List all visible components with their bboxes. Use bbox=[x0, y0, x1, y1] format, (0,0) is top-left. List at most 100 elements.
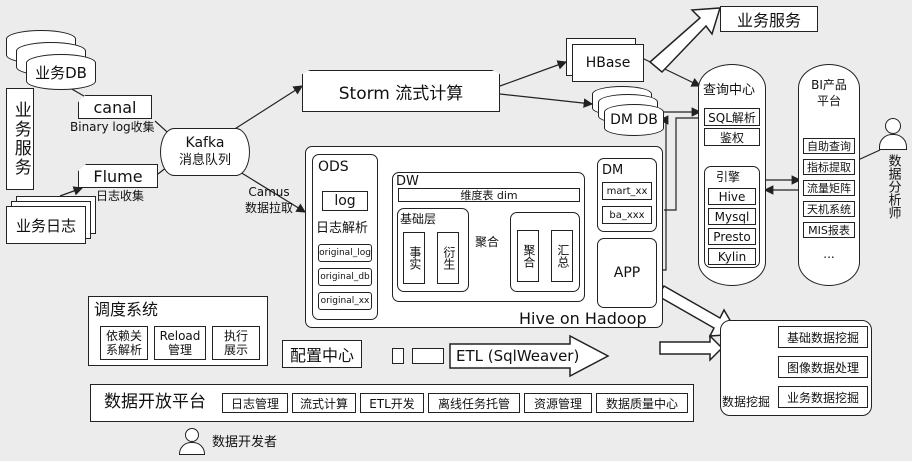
ods-item: original_log bbox=[318, 244, 372, 262]
business-db-label: 业务DB bbox=[35, 63, 87, 82]
app-label: APP bbox=[613, 265, 641, 281]
storm-box: Storm 流式计算 bbox=[302, 70, 500, 112]
platform-item-label: 离线任务托管 bbox=[437, 396, 510, 411]
platform-item-label: 流式计算 bbox=[299, 396, 348, 411]
dw-dim-box: 维度表 dim bbox=[398, 188, 580, 202]
mining-item-label: 业务数据挖掘 bbox=[786, 390, 859, 405]
platform-item-label: 数据质量中心 bbox=[605, 396, 678, 411]
kafka-title: Kafka bbox=[185, 135, 225, 152]
bi-item-label: 自助查询 bbox=[807, 140, 851, 153]
dw-summary-box: 汇总 bbox=[551, 230, 573, 282]
dw-fact-label: 事实 bbox=[407, 246, 422, 270]
app-box: APP bbox=[597, 238, 657, 308]
bi-item: 流量矩阵 bbox=[803, 180, 855, 196]
hbase-box: HBase bbox=[566, 38, 646, 84]
dm-item: mart_xx bbox=[602, 182, 652, 200]
bi-item-label: 流量矩阵 bbox=[807, 182, 851, 195]
camus-line1: Camus bbox=[248, 185, 290, 199]
dw-derived-box: 衍生 bbox=[437, 232, 459, 284]
business-db: 业务DB bbox=[6, 30, 96, 92]
flume-label: Flume bbox=[93, 166, 143, 186]
scheduler-item: Reload管理 bbox=[154, 326, 206, 360]
bi-platform bbox=[798, 64, 860, 286]
dw-dim-label: 维度表 dim bbox=[460, 189, 518, 202]
kafka-subtitle: 消息队列 bbox=[178, 152, 231, 168]
analyst-label: 数据分析师 bbox=[884, 154, 900, 219]
config-center-label: 配置中心 bbox=[289, 346, 354, 365]
dw-fact-box: 事实 bbox=[403, 232, 425, 284]
business-service-vertical: 业务服务 bbox=[6, 88, 34, 190]
dm-item: ba_xxx bbox=[602, 206, 652, 224]
scheduler-item: 依赖关系解析 bbox=[100, 326, 148, 360]
platform-item-label: 资源管理 bbox=[533, 396, 582, 411]
business-log-docs: 业务日志 bbox=[6, 196, 96, 246]
mining-item: 业务数据挖掘 bbox=[778, 386, 868, 408]
platform-title: 数据开放平台 bbox=[104, 392, 206, 412]
platform-item-label: 日志管理 bbox=[230, 396, 279, 411]
hive-label: Hive on Hadoop bbox=[519, 309, 647, 328]
engine-item: Hive bbox=[708, 188, 756, 205]
flume-box: Flume bbox=[78, 164, 158, 188]
top-service-box: 业务服务 bbox=[720, 6, 818, 32]
bi-item-label: 天机系统 bbox=[807, 203, 851, 216]
etl-small-box bbox=[392, 348, 404, 364]
bi-more: ... bbox=[823, 247, 835, 261]
analyst-person-icon bbox=[878, 118, 907, 158]
ods-item-label: original_log bbox=[319, 248, 371, 258]
scheduler-title: 调度系统 bbox=[94, 300, 159, 319]
engine-item: Presto bbox=[708, 228, 756, 245]
platform-item: 离线任务托管 bbox=[428, 393, 520, 413]
auth-label: 鉴权 bbox=[719, 130, 744, 145]
dw-agg-arrow-label: 聚合 bbox=[475, 235, 500, 249]
canal-label: canal bbox=[93, 97, 137, 117]
config-center-box: 配置中心 bbox=[282, 340, 362, 368]
bi-item-label: MIS报表 bbox=[808, 224, 850, 237]
bi-title-label: BI产品平台 bbox=[811, 78, 847, 108]
ods-log-box: log bbox=[322, 191, 368, 211]
mining-label: 数据挖掘 bbox=[722, 395, 771, 409]
scheduler-item-label: 执行展示 bbox=[223, 328, 248, 357]
developer-person-icon bbox=[178, 428, 205, 455]
ods-parse-label: 日志解析 bbox=[316, 221, 369, 236]
ods-log-label: log bbox=[334, 193, 356, 209]
canal-box: canal bbox=[78, 95, 152, 119]
engine-item-label: Kylin bbox=[717, 249, 747, 264]
ods-item: original_db bbox=[318, 268, 372, 286]
ods-title: ODS bbox=[318, 159, 349, 175]
engine-item: Kylin bbox=[708, 248, 756, 265]
query-center-title: 查询中心 bbox=[703, 83, 756, 98]
platform-item: 流式计算 bbox=[292, 393, 356, 413]
mining-item-label: 图像数据处理 bbox=[786, 360, 859, 375]
scheduler-item-label: Reload管理 bbox=[159, 328, 201, 357]
bi-item-label: 指标提取 bbox=[807, 161, 851, 174]
engine-title: 引擎 bbox=[716, 170, 741, 184]
mining-item: 基础数据挖掘 bbox=[778, 326, 868, 348]
business-service-vertical-label: 业务服务 bbox=[10, 101, 31, 177]
dm-title: DM bbox=[602, 163, 624, 178]
sql-parse-label: SQL解析 bbox=[708, 110, 756, 125]
hbase-label: HBase bbox=[585, 55, 631, 71]
ods-item-label: original_xx bbox=[320, 296, 370, 306]
bi-item: MIS报表 bbox=[803, 222, 855, 238]
platform-item: 资源管理 bbox=[524, 393, 592, 413]
top-service-label: 业务服务 bbox=[736, 11, 801, 30]
dmdb: DM DB bbox=[592, 86, 668, 138]
dmdb-label: DM DB bbox=[610, 112, 658, 128]
engine-item: Mysql bbox=[708, 208, 756, 225]
etl-small-box bbox=[412, 348, 444, 364]
scheduler-item-label: 依赖关系解析 bbox=[105, 328, 142, 357]
storm-label: Storm 流式计算 bbox=[338, 83, 464, 104]
engine-item-label: Presto bbox=[713, 229, 751, 244]
platform-item: 数据质量中心 bbox=[596, 393, 688, 413]
dw-summary-label: 汇总 bbox=[555, 244, 570, 268]
kafka-queue: Kafka 消息队列 bbox=[160, 128, 250, 176]
dw-title: DW bbox=[396, 174, 419, 189]
scheduler-item: 执行展示 bbox=[212, 326, 260, 360]
bi-title: BI产品平台 bbox=[798, 76, 860, 112]
camus-label: Camus 数据拉取 bbox=[232, 184, 306, 216]
engine-item-label: Mysql bbox=[714, 209, 750, 224]
dw-agg-label: 聚合 bbox=[521, 244, 536, 268]
mining-item: 图像数据处理 bbox=[778, 356, 868, 378]
ods-item-label: original_db bbox=[320, 272, 370, 282]
platform-item: ETL开发 bbox=[360, 393, 424, 413]
